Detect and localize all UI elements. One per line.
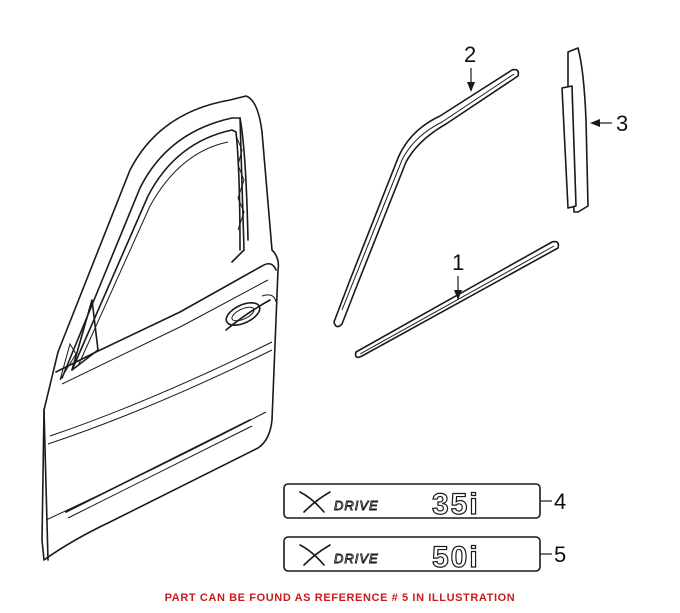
x-logo-mark: [299, 544, 331, 566]
callout-5-number: 5: [554, 542, 566, 567]
callout-1-number: 1: [452, 250, 464, 275]
callout-1: 1: [452, 250, 464, 300]
upper-window-moulding: [333, 68, 520, 328]
callout-3-number: 3: [616, 111, 628, 136]
reference-note: PART CAN BE FOUND AS REFERENCE # 5 IN IL…: [164, 592, 516, 604]
emblem-35i-brand-text: DRIVE: [334, 498, 379, 513]
front-door-shell: [41, 95, 280, 561]
emblem-50i-brand-text: DRIVE: [334, 551, 379, 566]
belt-moulding: [354, 240, 560, 359]
b-pillar-trim: [561, 47, 589, 213]
callout-4: 4: [540, 489, 566, 514]
callout-5: 5: [540, 542, 566, 567]
emblem-xdrive-50i: DRIVE 50i: [283, 536, 541, 575]
emblem-35i-model-text: 35i: [432, 488, 480, 521]
emblem-xdrive-35i: DRIVE 35i: [283, 483, 541, 522]
callout-3: 3: [590, 111, 628, 136]
callout-2-number: 2: [464, 42, 476, 67]
callout-2: 2: [464, 42, 476, 92]
emblem-50i-model-text: 50i: [432, 541, 480, 574]
x-logo-mark: [299, 491, 331, 513]
callout-4-number: 4: [554, 489, 566, 514]
